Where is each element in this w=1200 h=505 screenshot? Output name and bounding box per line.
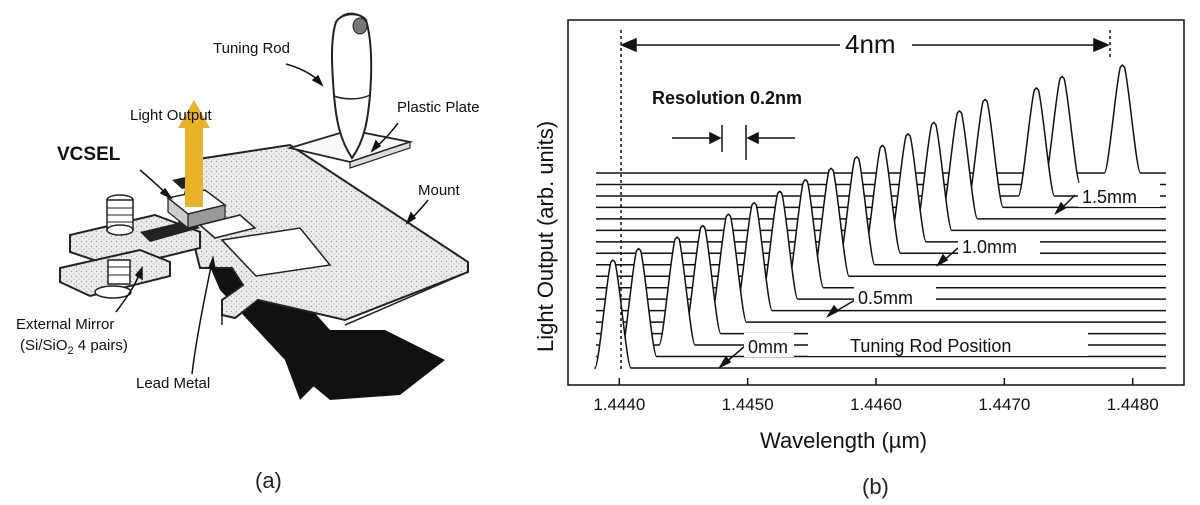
screw-top xyxy=(106,194,134,236)
label-bg-0mm xyxy=(744,333,794,357)
x-axis-title: Wavelength (µm) xyxy=(760,428,927,453)
label-mount: Mount xyxy=(418,182,461,199)
label-external-mirror-detail: (Si/SiO2 4 pairs) xyxy=(20,337,128,357)
label-tuning-rod: Tuning Rod xyxy=(213,40,290,57)
screw-bottom xyxy=(94,259,132,299)
x-tick-label: 1.4480 xyxy=(1107,395,1159,414)
light-output-arrow xyxy=(178,100,210,207)
position-label-15mm: 1.5mm xyxy=(1082,187,1137,207)
label-bg-tuning-rod-position xyxy=(808,330,1088,356)
span-label: 4nm xyxy=(845,29,896,59)
label-bg-15mm xyxy=(1078,183,1160,207)
position-label-05mm: 0.5mm xyxy=(858,288,913,308)
position-label-0mm: 0mm xyxy=(748,337,788,357)
spectrum-peaks xyxy=(594,64,1166,369)
x-axis-ticks: 1.4440 1.4450 1.4460 1.4470 1.4480 xyxy=(593,378,1159,414)
span-arrow xyxy=(620,30,1111,372)
spectrum-trace xyxy=(596,64,1166,174)
caption-a: (a) xyxy=(255,468,282,493)
label-vcsel: VCSEL xyxy=(57,144,121,165)
label-plastic-plate: Plastic Plate xyxy=(397,99,480,116)
device-diagram: Tuning Rod Light Output Plastic Plate VC… xyxy=(16,12,480,493)
spectrum-trace xyxy=(594,259,1166,369)
spectrum-trace xyxy=(596,87,1166,197)
x-tick-label: 1.4460 xyxy=(850,395,902,414)
x-tick-label: 1.4450 xyxy=(722,395,774,414)
resolution-label: Resolution 0.2nm xyxy=(652,88,802,108)
tuning-rod-position-label: Tuning Rod Position xyxy=(850,336,1011,356)
label-bg-10mm xyxy=(958,233,1040,257)
label-external-mirror: External Mirror xyxy=(16,316,114,333)
spectra-chart: 1.4440 1.4450 1.4460 1.4470 1.4480 4nm Resol… xyxy=(533,19,1185,499)
x-tick-label: 1.4470 xyxy=(978,395,1030,414)
position-arrows xyxy=(718,194,1076,369)
spectrum-trace xyxy=(596,236,1166,346)
mount-plate xyxy=(176,143,469,326)
label-light-output: Light Output xyxy=(130,107,213,124)
lead-metal-strip xyxy=(205,240,445,400)
y-axis-title: Light Output (arb. units) xyxy=(533,121,558,352)
position-label-10mm: 1.0mm xyxy=(962,237,1017,257)
resolution-marker xyxy=(672,125,795,160)
tuning-rod xyxy=(331,12,373,160)
leader-lines xyxy=(115,63,429,375)
x-tick-label: 1.4440 xyxy=(593,395,645,414)
caption-b: (b) xyxy=(862,474,889,499)
label-lead-metal: Lead Metal xyxy=(136,375,210,392)
label-bg-05mm xyxy=(854,284,936,308)
